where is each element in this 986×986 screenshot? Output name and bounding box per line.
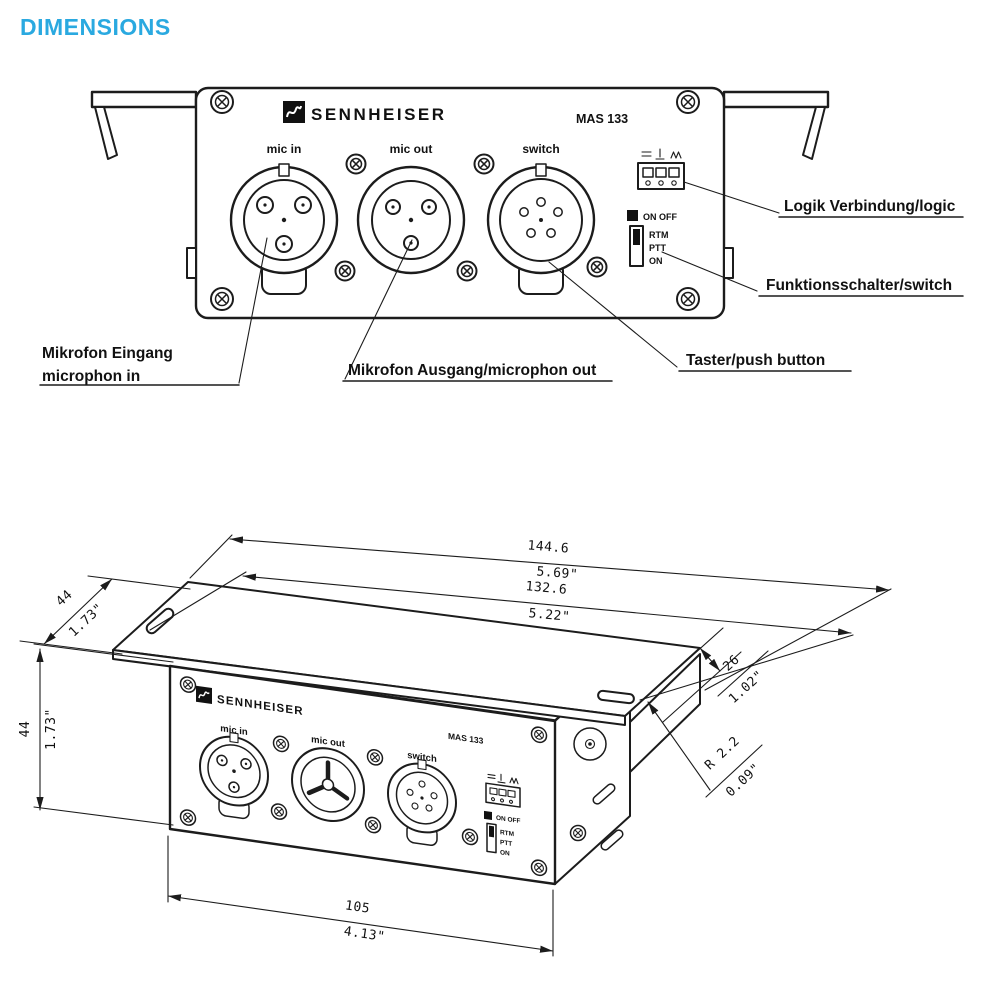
- body-front-face: [168, 664, 557, 886]
- switch-label: switch: [407, 750, 437, 765]
- leader-line: [661, 251, 758, 292]
- callout-logic-text: Logik Verbindung/logic: [784, 198, 956, 215]
- dim-bracket-offset-in: 1.02": [726, 668, 767, 707]
- screw-icon: [210, 90, 234, 114]
- dim-total-width-mm: 144.6: [527, 538, 570, 556]
- right-side-tab: [723, 247, 734, 279]
- mic-in-label: mic in: [267, 142, 302, 156]
- dim-height: 44 1.73": [18, 643, 174, 826]
- side-slot: [600, 829, 624, 851]
- callout-mic-in-line1: Mikrofon Eingang: [42, 345, 173, 362]
- switch-pos-rtm: RTM: [649, 230, 669, 240]
- screw-icon: [676, 287, 700, 311]
- sennheiser-logo-icon: [283, 101, 305, 123]
- screw-icon: [586, 256, 608, 278]
- logic-icons: [641, 148, 682, 160]
- left-side-tab: [186, 247, 197, 279]
- leader-line: [683, 181, 780, 214]
- front-view: SENNHEISER MAS 133 mic in mic out switch: [39, 86, 964, 386]
- logic-connector: [485, 773, 521, 808]
- right-ear-slot: [597, 689, 635, 705]
- left-ear-slot: [145, 607, 175, 635]
- switch-knob: [627, 210, 638, 221]
- mic-out-label: mic out: [390, 142, 433, 156]
- left-bracket-flange: [90, 90, 198, 109]
- switch-pos-onoff: ON OFF: [496, 815, 521, 825]
- callout-mic-in-line2: microphon in: [42, 368, 140, 385]
- brand-text: SENNHEISER: [311, 105, 447, 124]
- model-text: MAS 133: [576, 112, 628, 126]
- switch-connector: [387, 758, 457, 847]
- side-slot: [592, 783, 616, 805]
- dim-height-in: 1.73": [44, 708, 59, 750]
- switch-label: switch: [522, 142, 559, 156]
- screw-icon: [676, 90, 700, 114]
- left-bracket-hook: [94, 106, 118, 160]
- leader-line: [548, 261, 678, 368]
- callout-mic-out-text: Mikrofon Ausgang/microphon out: [348, 362, 596, 379]
- dim-depth-in: 1.73": [66, 601, 107, 640]
- mounting-plate-edge: [112, 649, 626, 726]
- screw-icon: [569, 824, 587, 842]
- mic-out-connector: [291, 747, 365, 822]
- callout-mic-in: Mikrofon Eingang microphon in: [39, 237, 268, 386]
- dim-panel-width-mm: 105: [344, 898, 371, 916]
- function-switch: ON OFF RTM PTT ON: [484, 810, 521, 858]
- switch-pos-on: ON: [649, 256, 663, 266]
- page-title: DIMENSIONS: [20, 14, 171, 40]
- dim-inner-width-mm: 132.6: [525, 579, 568, 598]
- function-switch: ON OFF RTM PTT ON: [627, 210, 677, 267]
- switch-connector: [486, 163, 596, 295]
- switch-pos-on: ON: [500, 849, 510, 857]
- mic-out-label: mic out: [311, 734, 346, 750]
- screw-icon: [456, 260, 478, 282]
- side-connector: [573, 727, 607, 761]
- mic-in-key-notch: [278, 163, 290, 177]
- sennheiser-logo-icon: [196, 685, 212, 705]
- screw-icon: [334, 260, 356, 282]
- dim-panel-width-in: 4.13": [343, 924, 386, 945]
- dim-corner-radius-mm: R 2.2: [702, 734, 743, 773]
- mic-out-connector: [356, 165, 466, 275]
- callout-function-switch-text: Funktionsschalter/switch: [766, 277, 952, 294]
- callout-logic: Logik Verbindung/logic: [683, 181, 964, 218]
- leader-line: [344, 239, 413, 380]
- screw-icon: [210, 287, 234, 311]
- logic-connector: [637, 148, 685, 190]
- switch-pos-ptt: PTT: [500, 839, 512, 848]
- dim-depth-mm: 44: [53, 587, 75, 609]
- dim-inner-width-in: 5.22": [528, 606, 571, 625]
- switch-pos-onoff: ON OFF: [643, 212, 677, 222]
- mic-in-label: mic in: [220, 723, 248, 738]
- dim-corner-radius-in: 0.09": [723, 761, 764, 800]
- dim-height-mm: 44: [18, 721, 33, 738]
- screw-icon: [345, 153, 367, 175]
- callout-push-button: Taster/push button: [548, 261, 852, 372]
- switch-pos-ptt: PTT: [649, 243, 667, 253]
- callout-push-button-text: Taster/push button: [686, 352, 825, 369]
- iso-view: SENNHEISER MAS 133 mic in mic out switch: [18, 534, 892, 957]
- mic-in-connector: [229, 163, 339, 295]
- switch-key-notch: [535, 163, 547, 177]
- callout-function-switch: Funktionsschalter/switch: [661, 251, 964, 297]
- right-bracket-hook: [802, 106, 826, 160]
- dim-inner-width: 132.6 5.22": [149, 571, 854, 701]
- front-face-content: SENNHEISER MAS 133 mic in mic out switch: [179, 675, 548, 878]
- switch-pos-rtm: RTM: [500, 829, 514, 838]
- right-bracket-flange: [722, 90, 830, 109]
- leader-line: [238, 237, 268, 384]
- screw-icon: [473, 153, 495, 175]
- mic-in-connector: [199, 732, 269, 820]
- dim-panel-width: 105 4.13": [167, 835, 554, 957]
- right-bracket-bent-ear: [629, 653, 701, 773]
- callout-mic-out: Mikrofon Ausgang/microphon out: [342, 239, 613, 382]
